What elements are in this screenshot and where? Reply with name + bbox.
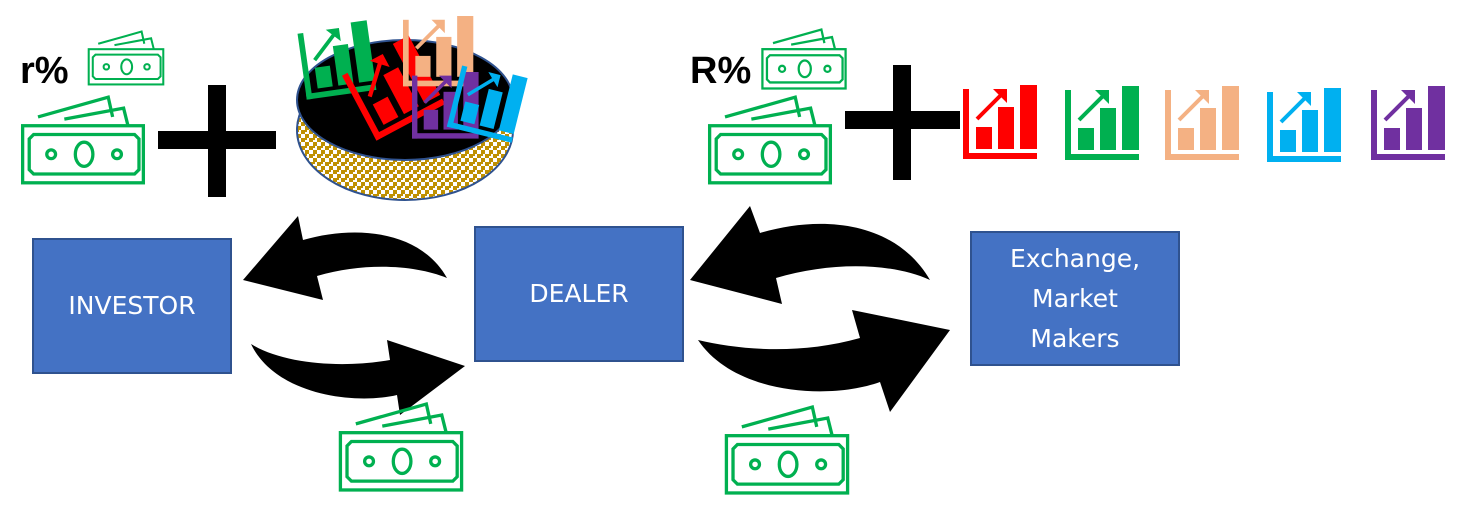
money-icon-dealer-payment (724, 405, 850, 495)
money-icon (761, 28, 847, 90)
plus-icon (158, 85, 276, 197)
blue-chart-icon (1265, 86, 1343, 164)
arrow-to-exchange-icon (698, 310, 950, 412)
green-chart-icon (1063, 85, 1141, 162)
arrow-to-investor-icon (243, 216, 447, 300)
money-icon (87, 30, 165, 86)
purple-chart-icon (1369, 85, 1447, 162)
dealer-node: DEALER (474, 226, 684, 362)
arrow-to-dealer-icon (690, 206, 930, 304)
exchange-label: Exchange, Market Makers (1009, 243, 1141, 353)
exchange-node: Exchange, Market Makers (970, 231, 1180, 366)
exchange-arrows-dealer-exchange (690, 206, 950, 412)
money-icon-investor-payment (338, 402, 464, 492)
red-chart-icon (963, 85, 1039, 161)
exchange-arrows-investor-dealer (243, 216, 465, 415)
securities-basket (295, 14, 530, 201)
money-icon (707, 95, 833, 185)
peach-chart-icon (1163, 85, 1241, 162)
investor-node: INVESTOR (32, 238, 232, 374)
rate-label-r: r% (20, 50, 69, 92)
rate-label-R: R% (690, 50, 752, 92)
plus-icon (845, 65, 960, 180)
money-icon (20, 95, 146, 185)
dealer-label: DEALER (529, 279, 629, 308)
arrow-to-dealer-icon (251, 340, 465, 415)
investor-label: INVESTOR (68, 291, 196, 320)
securities-row (963, 85, 1447, 164)
